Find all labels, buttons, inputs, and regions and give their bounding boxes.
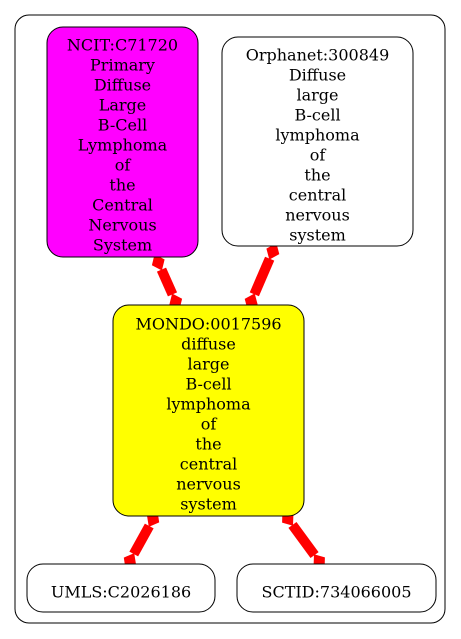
node-name-line: Lymphoma	[78, 136, 168, 155]
node-id-label: SCTID:734066005	[261, 583, 411, 602]
edge-line	[288, 521, 319, 559]
node-name-line: System	[93, 236, 152, 255]
node-name-line: nervous	[285, 206, 350, 225]
node-name-line: diffuse	[181, 335, 236, 354]
node-name-line: B-Cell	[98, 116, 147, 135]
node-name-line: the	[195, 435, 221, 454]
node-name-line: lymphoma	[166, 395, 251, 414]
node-name-line: Central	[92, 196, 153, 215]
node-name-line: system	[180, 495, 237, 514]
node-name-line: large	[296, 86, 338, 105]
node-id-label: MONDO:0017596	[135, 315, 281, 334]
node-name-line: nervous	[176, 475, 241, 494]
node-name-line: B-cell	[185, 375, 231, 394]
edge-line	[249, 256, 275, 297]
node-name-line: of	[201, 415, 218, 434]
node-id-label: NCIT:C71720	[67, 36, 178, 55]
edge-line	[156, 267, 178, 297]
node-id-label: Orphanet:300849	[246, 46, 390, 65]
node-ncit: NCIT:C71720PrimaryDiffuseLargeB-CellLymp…	[46, 26, 199, 258]
node-name-line: of	[115, 156, 132, 175]
node-name-line: central	[180, 455, 237, 474]
node-box	[112, 304, 305, 517]
node-id-label: UMLS:C2026186	[51, 583, 191, 602]
node-name-line: the	[304, 166, 330, 185]
node-umls: UMLS:C2026186	[26, 563, 216, 613]
edge-diamond-start	[151, 254, 165, 271]
node-name-line: the	[109, 176, 135, 195]
node-name-line: lymphoma	[275, 126, 360, 145]
node-name-line: large	[187, 355, 229, 374]
node-box	[26, 563, 216, 613]
nodes-layer: NCIT:C71720PrimaryDiffuseLargeB-CellLymp…	[26, 26, 437, 613]
node-orphanet: Orphanet:300849DiffuselargeB-celllymphom…	[221, 36, 414, 247]
edge-diamond-start	[266, 243, 280, 260]
edge-ncit-mondo	[151, 254, 183, 310]
node-name-line: central	[289, 186, 346, 205]
node-box	[221, 36, 414, 247]
node-sctid: SCTID:734066005	[236, 563, 437, 613]
node-name-line: Diffuse	[94, 76, 151, 95]
node-name-line: Large	[99, 96, 147, 115]
node-name-line: of	[310, 146, 327, 165]
node-box	[46, 26, 199, 258]
edge-line	[129, 523, 154, 557]
node-name-line: Diffuse	[289, 66, 346, 85]
node-box	[236, 563, 437, 613]
node-name-line: B-cell	[294, 106, 340, 125]
node-name-line: Nervous	[88, 216, 156, 235]
node-name-line: Primary	[90, 56, 155, 75]
node-mondo: MONDO:0017596diffuselargeB-celllymphomao…	[112, 304, 305, 517]
node-name-line: system	[289, 226, 346, 245]
